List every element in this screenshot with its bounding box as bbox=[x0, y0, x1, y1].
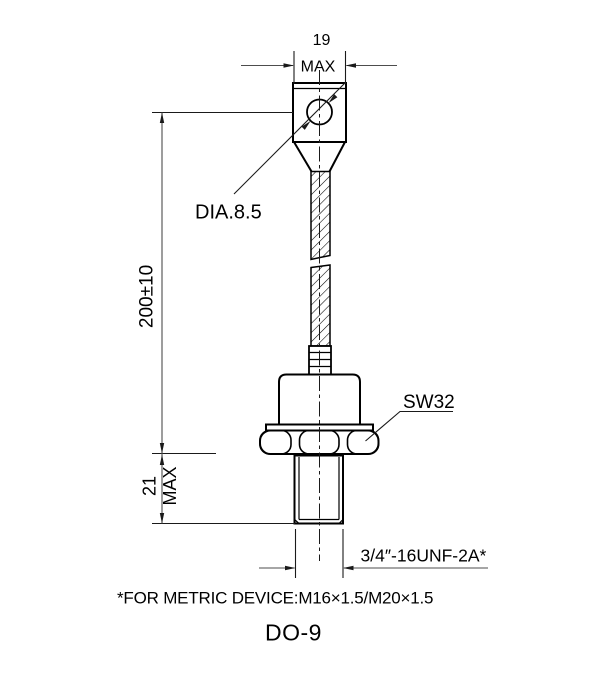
overall-length-label: 200±10 bbox=[137, 265, 158, 328]
dim-thread: 3/4″-16UNF-2A* bbox=[259, 529, 488, 578]
threaded-stud bbox=[293, 454, 344, 525]
dim-tab-width-qualifier: MAX bbox=[301, 59, 336, 76]
dim-overall-length: 200±10 bbox=[137, 111, 293, 455]
leader-line-hole bbox=[233, 82, 346, 195]
arrowhead-down-icon bbox=[159, 443, 165, 454]
stud-outline bbox=[293, 454, 344, 525]
arrowhead-right-icon bbox=[285, 565, 296, 571]
device-body bbox=[278, 373, 361, 425]
stud-length-qualifier: MAX bbox=[160, 466, 180, 505]
leader-line-wrench bbox=[365, 410, 453, 442]
arrowhead-right-icon bbox=[283, 63, 294, 68]
hex-facet-left bbox=[259, 429, 292, 455]
metric-note: *FOR METRIC DEVICE:M16×1.5/M20×1.5 bbox=[117, 589, 433, 608]
arrowhead-up-icon bbox=[159, 454, 165, 465]
arrowhead-down-icon bbox=[159, 513, 165, 524]
package-title: DO-9 bbox=[265, 620, 322, 646]
taper-right-edge bbox=[328, 141, 346, 172]
dim-tab-width-value: 19 bbox=[313, 32, 331, 49]
arrowhead-hole-lower-icon bbox=[301, 120, 311, 130]
stud-chamfer-right bbox=[338, 519, 344, 524]
hole-diameter-label: DIA.8.5 bbox=[195, 202, 262, 224]
flexible-lead bbox=[310, 170, 331, 347]
arrowhead-left-icon bbox=[345, 63, 356, 68]
dim-stud-length: 21 MAX bbox=[140, 453, 295, 525]
taper-left-edge bbox=[293, 141, 313, 173]
stud-chamfer-left bbox=[294, 519, 300, 524]
wrench-size-label: SW32 bbox=[403, 392, 455, 413]
flexible-lead-lower bbox=[310, 264, 331, 347]
arrowhead-up-icon bbox=[159, 112, 165, 123]
stud-length-value: 21 bbox=[140, 476, 160, 496]
thread-spec-label: 3/4″-16UNF-2A* bbox=[361, 546, 487, 566]
flexible-lead-upper bbox=[310, 170, 331, 261]
dim-tab-width: 19 MAX bbox=[241, 32, 397, 84]
leader-hole-dia: DIA.8.5 bbox=[195, 82, 346, 224]
arrowhead-left-icon bbox=[343, 565, 354, 571]
arrowhead-hole-upper-icon bbox=[328, 94, 338, 104]
hex-facet-right bbox=[346, 429, 380, 455]
leader-wrench: SW32 bbox=[365, 392, 455, 442]
tab-taper bbox=[293, 141, 346, 173]
